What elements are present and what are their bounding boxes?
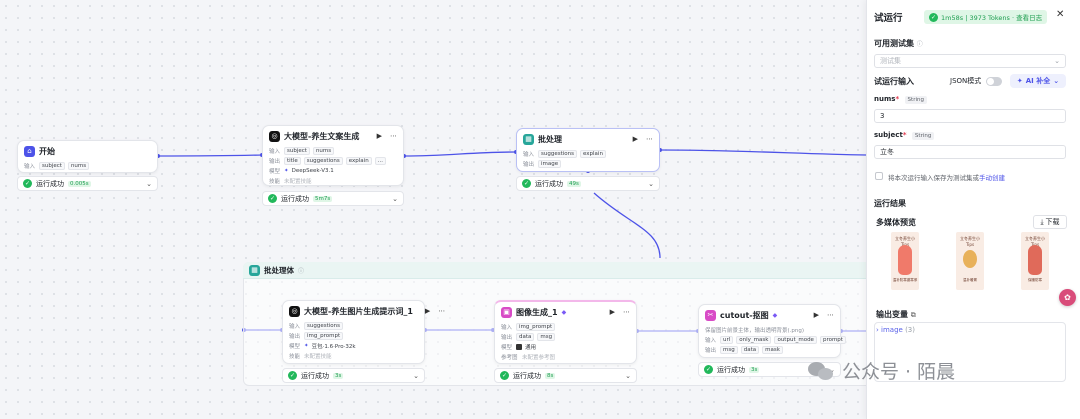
chevron-down-icon[interactable]: ⌄ bbox=[392, 194, 398, 203]
success-icon: ✓ bbox=[522, 179, 531, 188]
run-input-label: 试运行输入 bbox=[874, 77, 914, 86]
cutout-icon: ✂ bbox=[705, 309, 716, 321]
llm2-status[interactable]: ✓ 运行成功 3s ⌄ bbox=[282, 368, 425, 383]
chevron-down-icon: ⌄ bbox=[1054, 57, 1060, 65]
batch-node-title: 批处理 bbox=[538, 134, 562, 144]
subject-label: subject* String bbox=[874, 131, 935, 140]
chevron-down-icon[interactable]: ⌄ bbox=[829, 365, 835, 374]
download-button[interactable]: ⤓ 下载 bbox=[1033, 215, 1067, 229]
model-icon bbox=[516, 344, 522, 350]
wire-batch-out bbox=[659, 149, 867, 156]
success-icon: ✓ bbox=[704, 365, 713, 374]
batch-body-header[interactable]: ▦ 批处理体 ⓘ bbox=[243, 262, 883, 279]
sparkle-icon: ✦ bbox=[1016, 77, 1023, 85]
diamond-icon: ◆ bbox=[772, 311, 778, 319]
start-node[interactable]: ⌂ 开始 输入 subject nums bbox=[17, 140, 158, 173]
wire-batch-body bbox=[593, 192, 661, 259]
success-icon: ✓ bbox=[268, 194, 277, 203]
json-mode-toggle[interactable] bbox=[986, 77, 1002, 86]
chevron-down-icon: ⌄ bbox=[1053, 77, 1060, 85]
llm2-node-title: 大模型-养生图片生成提示词_1 bbox=[304, 306, 413, 316]
save-testset-checkbox[interactable] bbox=[875, 172, 883, 180]
llm-node-title: 大模型-养生文案生成 bbox=[284, 131, 360, 141]
copy-icon[interactable]: ⧉ bbox=[910, 311, 916, 319]
workflow-canvas[interactable]: ⌂ 开始 输入 subject nums ✓ 运行成功 0.005s ⌄ ◎ 大… bbox=[0, 0, 883, 419]
more-icon[interactable]: ⋯ bbox=[827, 311, 834, 319]
start-icon: ⌂ bbox=[24, 145, 35, 157]
image-gen-status[interactable]: ✓ 运行成功 8s ⌄ bbox=[494, 368, 637, 383]
batch-status[interactable]: ✓ 运行成功 49s ⌄ bbox=[516, 176, 660, 191]
assistant-float-button[interactable]: ✿ bbox=[1059, 289, 1076, 306]
manual-create-link[interactable]: 手动创建 bbox=[979, 174, 1005, 182]
run-icon[interactable]: ▶ bbox=[376, 132, 382, 140]
save-testset-text: 将本次运行输入保存为测试集或手动创建 bbox=[888, 174, 1005, 182]
image-gen-node-title: 图像生成_1 bbox=[516, 307, 558, 317]
info-icon: ⓘ bbox=[298, 267, 305, 275]
wire-llm-batch bbox=[403, 151, 517, 157]
figure-illustration bbox=[1028, 245, 1042, 275]
chevron-down-icon[interactable]: ⌄ bbox=[146, 179, 152, 188]
more-icon[interactable]: ⋯ bbox=[438, 307, 446, 315]
cutout-node[interactable]: ✂ cutout-抠图 ◆ ▶ ⋯ 保留图片前景主体，输出透明背景(.png) … bbox=[698, 304, 846, 358]
test-run-panel bbox=[866, 0, 1080, 419]
testset-select[interactable]: 测试集 ⌄ bbox=[874, 54, 1066, 68]
success-icon: ✓ bbox=[500, 371, 509, 380]
preview-image-1[interactable]: 立冬养生小Tips 温补防寒避寒邪 bbox=[891, 232, 919, 290]
chevron-down-icon[interactable]: ⌄ bbox=[648, 179, 654, 188]
batch-icon: ▦ bbox=[523, 133, 534, 145]
json-mode-label: JSON模式 bbox=[950, 77, 982, 85]
success-icon: ✓ bbox=[23, 179, 32, 188]
batch-body-icon: ▦ bbox=[249, 264, 260, 276]
nums-input[interactable]: 3 bbox=[874, 109, 1066, 123]
cutout-node-title: cutout-抠图 bbox=[720, 310, 769, 320]
wire-start-llm bbox=[157, 154, 263, 157]
diamond-icon: ◆ bbox=[561, 308, 567, 316]
more-icon[interactable]: ⋯ bbox=[646, 135, 653, 143]
batch-node[interactable]: ▦ 批处理 ▶ ⋯ 输入 suggestions explain 输出 imag… bbox=[516, 128, 660, 172]
more-icon[interactable]: ⋯ bbox=[623, 308, 630, 316]
watermark: 公众号 · 陌晨 bbox=[808, 357, 955, 384]
run-icon[interactable]: ▶ bbox=[632, 135, 638, 143]
close-icon[interactable]: ✕ bbox=[1056, 9, 1065, 20]
model-icon: ✦ bbox=[304, 343, 309, 349]
download-icon: ⤓ bbox=[1040, 217, 1044, 226]
wechat-icon bbox=[808, 360, 834, 382]
nums-label: nums* String bbox=[874, 95, 927, 104]
llm-node[interactable]: ◎ 大模型-养生文案生成 ▶ ⋯ 输入 subject nums 输出 titl… bbox=[262, 125, 404, 186]
testset-label: 可用测试集 ⓘ bbox=[874, 39, 923, 48]
run-icon[interactable]: ▶ bbox=[609, 308, 615, 316]
llm-icon: ◎ bbox=[289, 305, 300, 317]
info-icon: ⓘ bbox=[916, 41, 923, 48]
panel-title: 试运行 bbox=[874, 13, 903, 24]
start-status[interactable]: ✓ 运行成功 0.005s ⌄ bbox=[17, 176, 158, 191]
output-vars-box bbox=[874, 322, 1066, 382]
llm-status[interactable]: ✓ 运行成功 5m7s ⌄ bbox=[262, 191, 404, 206]
subject-input[interactable]: 立冬 bbox=[874, 145, 1066, 159]
run-icon[interactable]: ▶ bbox=[424, 307, 431, 315]
success-icon: ✓ bbox=[288, 371, 297, 380]
start-node-title: 开始 bbox=[39, 146, 55, 156]
ai-fill-button[interactable]: ✦ AI 补全 ⌄ bbox=[1010, 74, 1066, 88]
more-icon[interactable]: ⋯ bbox=[390, 132, 397, 140]
image-gen-node[interactable]: ▣ 图像生成_1 ◆ ▶ ⋯ 输入 img_prompt 输出 data msg… bbox=[494, 300, 637, 364]
chevron-down-icon[interactable]: ⌄ bbox=[625, 371, 631, 380]
preview-image-3[interactable]: 立冬养生小Tips 保暖防寒 bbox=[1021, 232, 1049, 290]
llm2-node[interactable]: ◎ 大模型-养生图片生成提示词_1 ▶ ⋯ 输入 suggestions 输出 … bbox=[282, 300, 445, 364]
media-preview-label: 多媒体预览 bbox=[876, 218, 916, 227]
figure-illustration bbox=[963, 250, 977, 268]
run-summary-badge[interactable]: ✓ 1m58s | 3973 Tokens · 查看日志 bbox=[924, 10, 1048, 24]
model-icon: ✦ bbox=[284, 168, 289, 174]
result-label: 运行结果 bbox=[874, 199, 906, 208]
chevron-down-icon[interactable]: ⌄ bbox=[413, 371, 419, 380]
run-icon[interactable]: ▶ bbox=[813, 311, 819, 319]
figure-illustration bbox=[898, 245, 912, 275]
output-item-image[interactable]: › image (3) bbox=[876, 326, 915, 334]
cutout-status[interactable]: ✓ 运行成功 3s ⌄ bbox=[698, 362, 841, 377]
preview-image-2[interactable]: 立冬养生小Tips 温补暖胃 bbox=[956, 232, 984, 290]
llm-icon: ◎ bbox=[269, 130, 280, 142]
output-vars-label: 输出变量 ⧉ bbox=[876, 310, 916, 319]
success-icon: ✓ bbox=[929, 12, 938, 22]
image-gen-icon: ▣ bbox=[501, 306, 512, 318]
